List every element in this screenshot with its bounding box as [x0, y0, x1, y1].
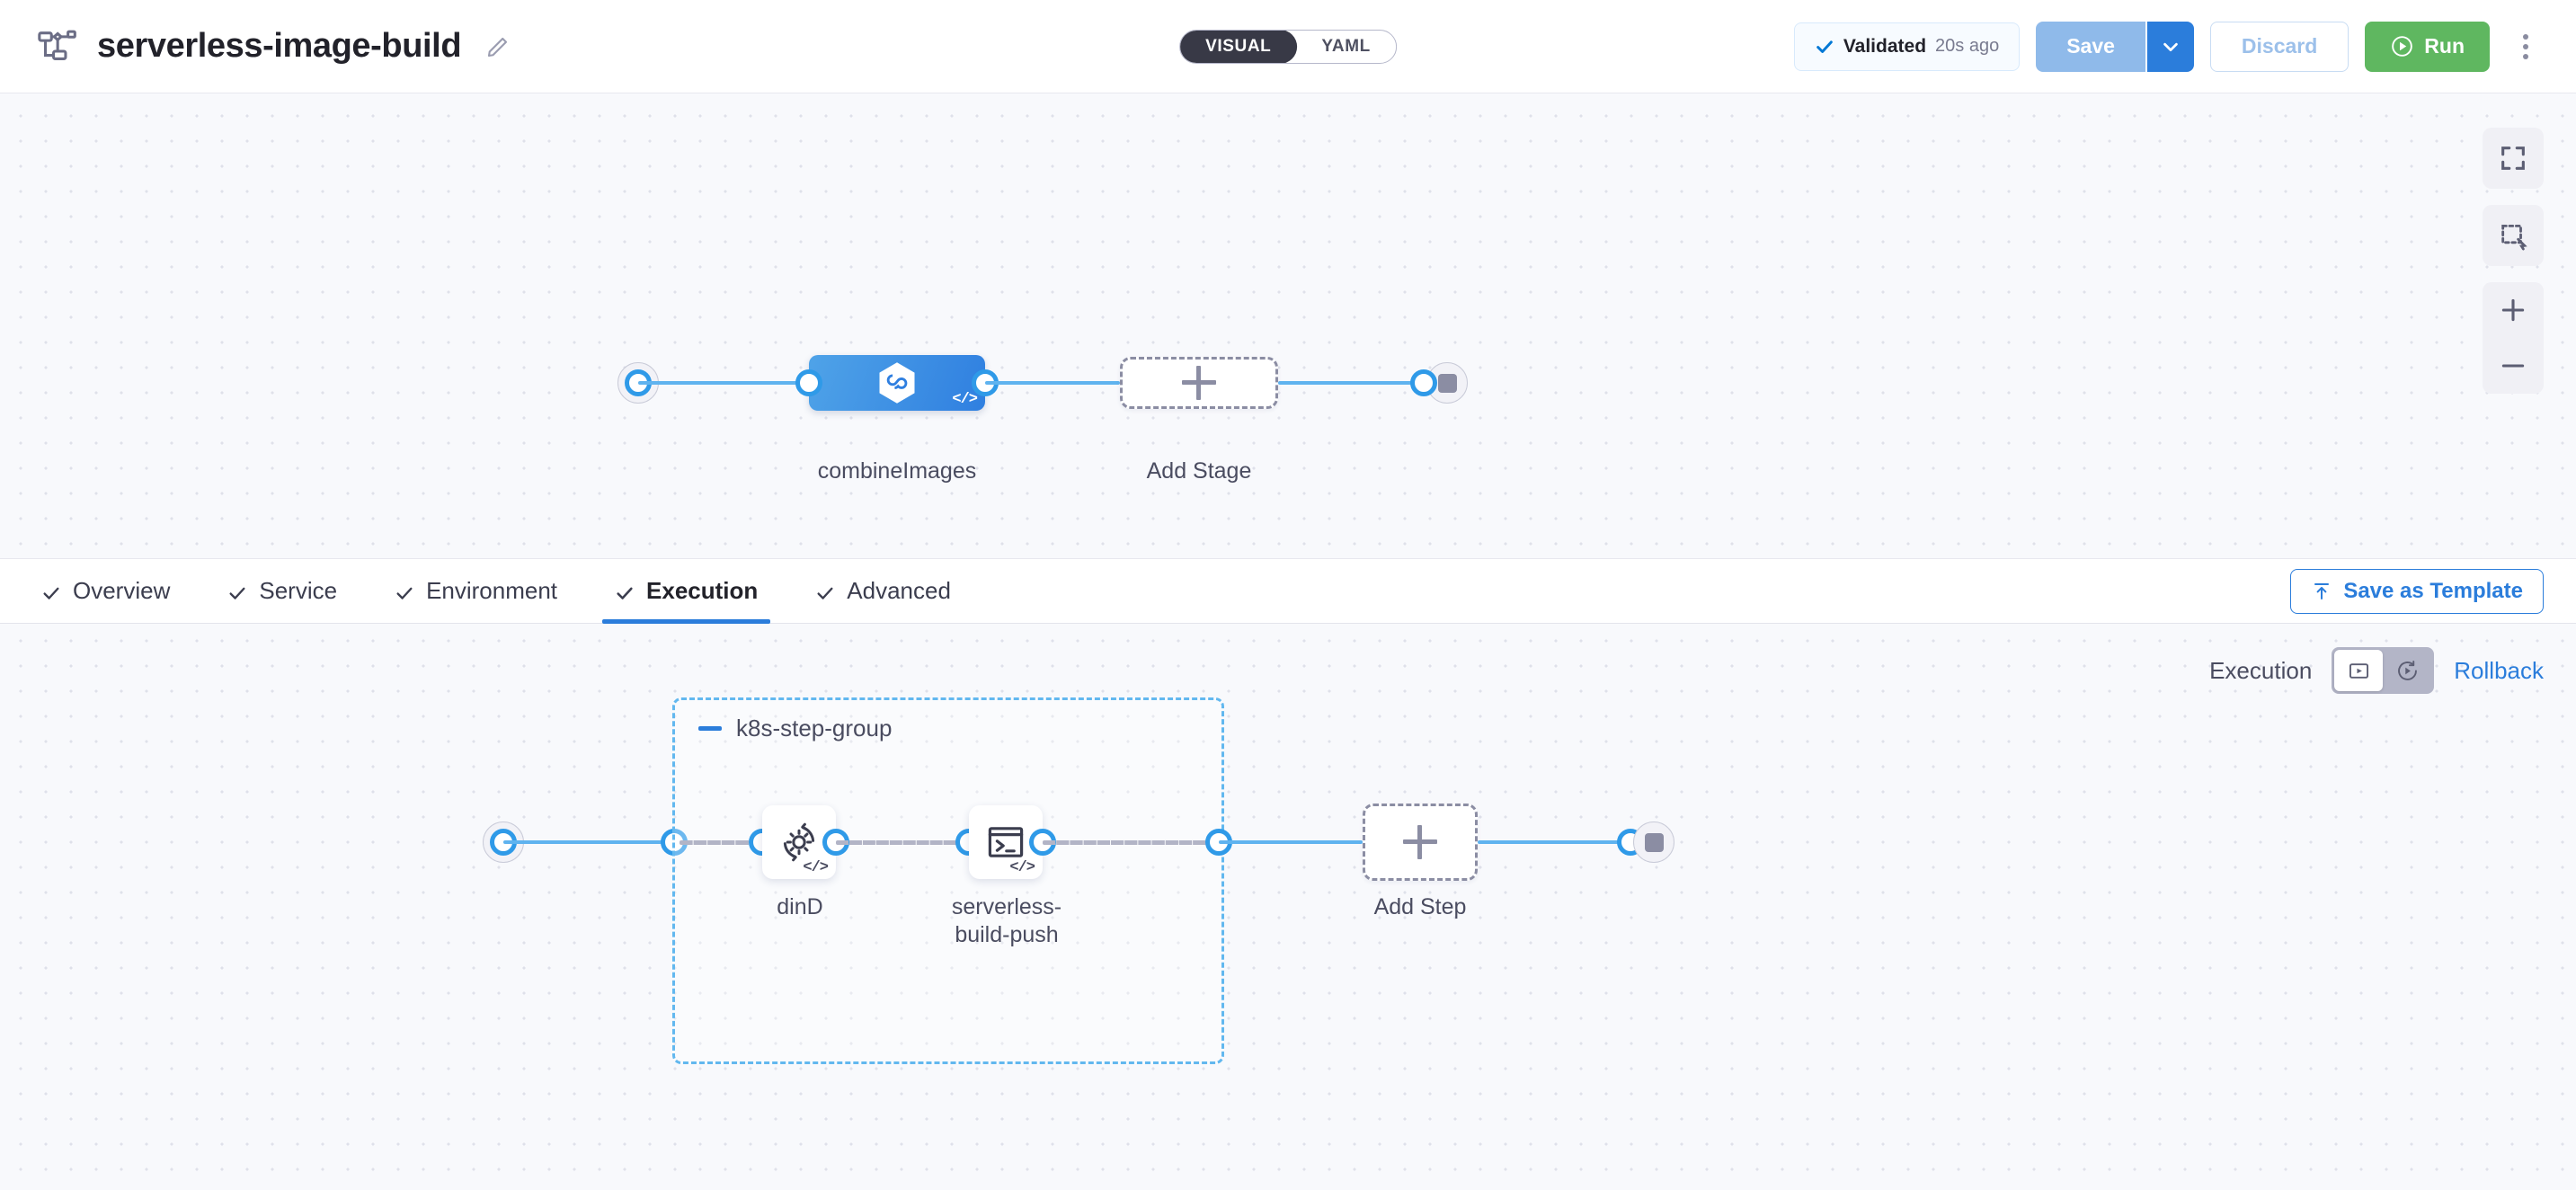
- check-icon: [1815, 37, 1834, 57]
- save-button[interactable]: Save: [2036, 21, 2145, 72]
- status-badge: Validated 20s ago: [1793, 22, 2021, 71]
- stop-icon: [1644, 832, 1664, 852]
- connector-dind-serverless: [836, 840, 969, 845]
- header-left: serverless-image-build: [36, 26, 511, 67]
- tab-label: Overview: [73, 577, 171, 604]
- connector-group-addstep: [1219, 840, 1363, 844]
- execution-end-node: [1633, 821, 1674, 863]
- tab-advanced[interactable]: Advanced: [812, 559, 955, 623]
- pipeline-graph-icon: [36, 26, 77, 67]
- step-group-k8s[interactable]: k8s-step-group: [672, 697, 1224, 1064]
- stage-node-label: combineImages: [817, 458, 977, 484]
- step-label-serverless-build-push: serverless-build-push: [951, 894, 1062, 947]
- stage-node-combineimages[interactable]: </>: [809, 355, 985, 411]
- page-title: serverless-image-build: [97, 27, 462, 65]
- step-label-dind: dinD: [777, 894, 823, 919]
- visual-yaml-toggle: VISUAL YAML: [1179, 29, 1397, 64]
- connector-stage-addstage: [985, 381, 1120, 385]
- zoom-controls: [2483, 282, 2544, 394]
- add-stage-label: Add Stage: [1146, 458, 1252, 484]
- execution-mode-button[interactable]: [2334, 650, 2384, 691]
- tab-label: Environment: [426, 577, 558, 604]
- tab-label: Service: [259, 577, 338, 604]
- rollback-mode-button[interactable]: [2383, 650, 2431, 691]
- yaml-badge: </>: [803, 859, 829, 876]
- check-icon: [41, 582, 61, 601]
- canvas-controls: [2483, 128, 2544, 394]
- stage-end-port: [1410, 369, 1437, 396]
- check-icon: [815, 582, 835, 601]
- stage-tabbar: Overview Service Environment Execution: [0, 559, 2576, 624]
- save-split-button: Save: [2036, 21, 2194, 72]
- step-group-header[interactable]: k8s-step-group: [698, 715, 892, 742]
- rollback-icon: [2395, 659, 2420, 683]
- run-label: Run: [2424, 34, 2465, 58]
- harness-hexagon-icon: [874, 360, 920, 406]
- add-step-button[interactable]: [1363, 804, 1478, 881]
- stage-in-port: [795, 369, 822, 396]
- plus-icon: [1182, 366, 1216, 400]
- connector-group-dind: [680, 840, 762, 845]
- tab-list: Overview Service Environment Execution: [38, 559, 955, 624]
- plus-icon: [1403, 825, 1437, 859]
- validated-timestamp: 20s ago: [1935, 36, 2000, 56]
- execution-rollback-toggle: [2332, 647, 2435, 694]
- tab-label: Advanced: [847, 577, 951, 604]
- tab-overview[interactable]: Overview: [38, 559, 173, 623]
- tab-yaml[interactable]: YAML: [1296, 31, 1395, 63]
- connector-start-stage: [638, 381, 809, 385]
- add-step-label: Add Step: [1373, 894, 1467, 919]
- header-actions: Validated 20s ago Save Discard: [1793, 21, 2544, 72]
- zoom-in-button[interactable]: [2483, 282, 2544, 338]
- save-as-template-label: Save as Template: [2343, 578, 2523, 603]
- connector-addstage-end: [1278, 381, 1424, 385]
- tab-execution[interactable]: Execution: [602, 559, 771, 624]
- connector-start-group: [503, 840, 674, 844]
- validated-label: Validated: [1843, 35, 1927, 57]
- execution-graph-canvas[interactable]: Execution: [0, 624, 2576, 1190]
- tab-environment[interactable]: Environment: [391, 559, 561, 623]
- fit-screen-icon[interactable]: [2483, 128, 2544, 189]
- execution-play-box-icon: [2347, 659, 2371, 683]
- check-icon: [395, 582, 414, 601]
- stop-icon: [1437, 373, 1457, 393]
- marquee-select-icon[interactable]: [2483, 205, 2544, 266]
- app-header: serverless-image-build VISUAL YAML Va: [0, 0, 2576, 93]
- pencil-icon[interactable]: [484, 33, 511, 60]
- tab-service[interactable]: Service: [224, 559, 341, 623]
- step-group-title: k8s-step-group: [736, 715, 893, 742]
- view-mode-toggle: VISUAL YAML: [1179, 29, 1397, 64]
- stage-graph-canvas[interactable]: </> combineImages Add Stage: [0, 93, 2576, 559]
- tab-visual[interactable]: VISUAL: [1180, 30, 1298, 63]
- yaml-badge: </>: [952, 391, 978, 408]
- connector-addstep-end: [1478, 840, 1630, 844]
- zoom-out-button[interactable]: [2483, 338, 2544, 394]
- rollback-link[interactable]: Rollback: [2454, 656, 2544, 684]
- execution-mode-label: Execution: [2209, 656, 2313, 684]
- yaml-badge: </>: [1009, 859, 1035, 876]
- tab-label: Execution: [646, 577, 759, 604]
- check-icon: [227, 582, 247, 601]
- add-stage-button[interactable]: [1120, 357, 1278, 409]
- check-icon: [615, 582, 635, 601]
- discard-button[interactable]: Discard: [2209, 21, 2349, 72]
- execution-mode-row: Execution: [2209, 647, 2544, 694]
- upload-template-icon: [2311, 581, 2332, 602]
- gear-rotate-icon: [777, 821, 821, 864]
- run-button[interactable]: Run: [2365, 21, 2490, 72]
- play-circle-icon: [2390, 34, 2414, 58]
- chevron-down-icon: [2161, 37, 2181, 57]
- kebab-menu-icon[interactable]: [2508, 23, 2544, 70]
- terminal-icon: [984, 821, 1027, 864]
- minus-icon[interactable]: [698, 726, 722, 731]
- save-options-button[interactable]: [2145, 21, 2194, 72]
- connector-serverless-groupexit: [1043, 840, 1219, 845]
- save-as-template-button[interactable]: Save as Template: [2290, 568, 2544, 614]
